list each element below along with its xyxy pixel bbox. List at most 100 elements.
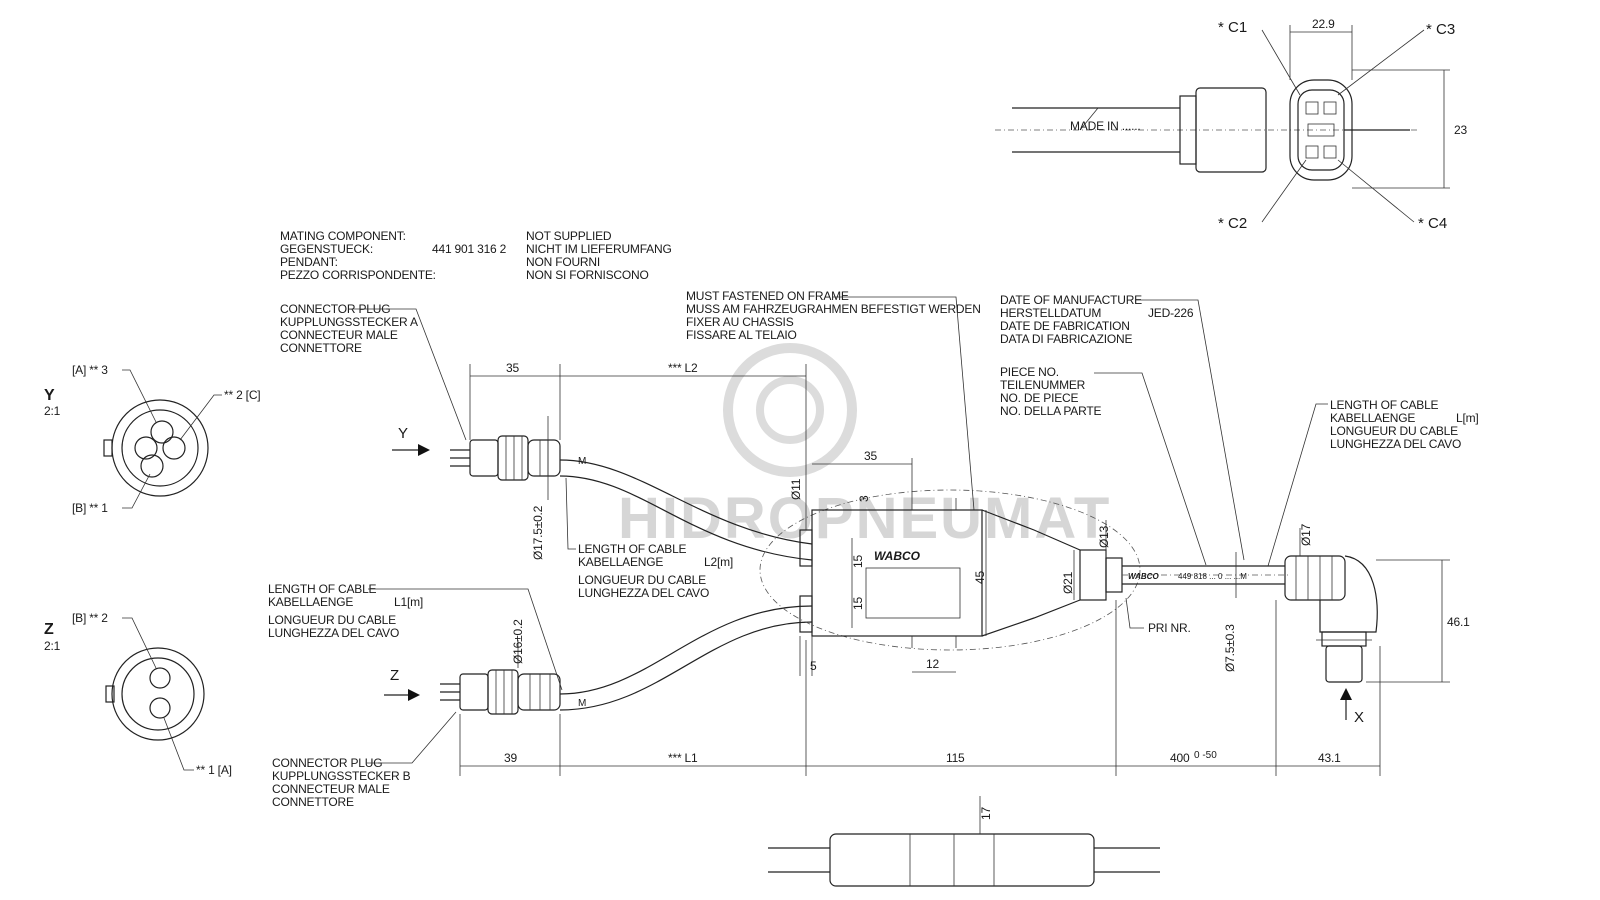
connector-b (440, 669, 561, 715)
piece-note-de: TEILENUMMER (1000, 378, 1086, 392)
angle-connector: X 46.1 (1284, 555, 1470, 726)
supply-de: NICHT IM LIEFERUMFANG (526, 242, 672, 256)
frame-note-fr: FIXER AU CHASSIS (686, 315, 794, 329)
dim-12: 12 (926, 657, 939, 671)
date-code: JED-226 (1148, 306, 1194, 320)
mating-label-it: PEZZO CORRISPONDENTE: (280, 268, 436, 282)
frame-note-de: MUSS AM FAHRZEUGRAHMEN BEFESTIGT WERDEN (686, 302, 981, 316)
cable-print: 449 818 ... 0 ... ...M (1178, 572, 1247, 581)
cable-length-note: LENGTH OF CABLE KABELLAENGE LONGUEUR DU … (1267, 398, 1479, 567)
cable-l1-en: LENGTH OF CABLE (268, 582, 377, 596)
dim-d17: Ø17 (1299, 523, 1313, 546)
frame-note: MUST FASTENED ON FRAME MUSS AM FAHRZEUGR… (686, 289, 981, 511)
cable-brand: WABCO (1128, 572, 1159, 581)
dim-23: 23 (1454, 123, 1467, 137)
output-cable: WABCO 449 818 ... 0 ... ...M PRI NR. (1122, 565, 1290, 635)
view-y-pin1: [B] ** 1 (72, 501, 108, 515)
watermark-text: HIDROPNEUMAT (618, 486, 1111, 551)
pin-c3: * C3 (1426, 21, 1455, 38)
dim-d16: Ø16±0.2 (511, 619, 525, 664)
dim-43-1: 43.1 (1318, 751, 1341, 765)
cable-length-fr: LONGUEUR DU CABLE (1330, 424, 1458, 438)
connector-a-de: KUPPLUNGSSTECKER A (280, 315, 418, 329)
mating-component-note: MATING COMPONENT: GEGENSTUECK: PENDANT: … (280, 229, 672, 282)
arrow-y: Y (392, 425, 430, 456)
svg-text:M: M (578, 456, 586, 467)
mating-label-fr: PENDANT: (280, 255, 338, 269)
view-z-letter: Z (44, 621, 54, 638)
connector-a-note: CONNECTOR PLUG KUPPLUNGSSTECKER A CONNEC… (280, 302, 467, 441)
date-note: DATE OF MANUFACTURE HERSTELLDATUM DATE D… (1000, 293, 1245, 561)
watermark: HIDROPNEUMAT (618, 343, 1111, 551)
pin-c1: * C1 (1218, 19, 1247, 36)
cable-length-unit: L[m] (1456, 411, 1479, 425)
dim-d17-5: Ø17.5±0.2 (531, 505, 545, 560)
cable-l2-de: KABELLAENGE (578, 555, 663, 569)
bottom-side-view: 17 (768, 796, 1160, 887)
dim-35-top: 35 (506, 361, 519, 375)
cable-length-l2-note: LENGTH OF CABLE KABELLAENGE LONGUEUR DU … (565, 477, 733, 600)
cable-l1: M (559, 605, 813, 711)
brand-logo: WABCO (874, 549, 921, 563)
view-z-scale: 2:1 (44, 639, 61, 653)
dim-400-tol: 0 -50 (1194, 750, 1217, 761)
view-z-pin1: ** 1 [A] (196, 763, 232, 777)
cable-l2-unit: L2[m] (704, 555, 733, 569)
arrow-z-label: Z (390, 667, 399, 684)
dim-5: 5 (810, 659, 817, 673)
frame-note-it: FISSARE AL TELAIO (686, 328, 797, 342)
cable-length-l1-note: LENGTH OF CABLE KABELLAENGE LONGUEUR DU … (268, 582, 563, 691)
made-in-label: MADE IN ...... (1070, 119, 1141, 133)
dim-3: 3 (857, 495, 871, 502)
view-y-letter: Y (44, 387, 55, 404)
dim-d7-5: Ø7.5±0.3 (1223, 624, 1237, 672)
cable-l2-it: LUNGHEZZA DEL CAVO (578, 586, 709, 600)
date-note-de: HERSTELLDATUM (1000, 306, 1101, 320)
cable-l1-fr: LONGUEUR DU CABLE (268, 613, 396, 627)
view-z-pin2: [B] ** 2 (72, 611, 108, 625)
dim-22-9: 22.9 (1312, 17, 1335, 31)
mating-part-number: 441 901 316 2 (432, 242, 507, 256)
cable-l1-unit: L1[m] (394, 595, 423, 609)
connector-b-note: CONNECTOR PLUG KUPPLUNGSSTECKER B CONNEC… (272, 711, 457, 809)
piece-note-en: PIECE NO. (1000, 365, 1059, 379)
arrow-x-label: X (1354, 709, 1364, 726)
cable-length-en: LENGTH OF CABLE (1330, 398, 1439, 412)
cable-l2-fr: LONGUEUR DU CABLE (578, 573, 706, 587)
dim-39: 39 (504, 751, 517, 765)
connector-a (450, 435, 561, 481)
cable-l2: M (559, 456, 813, 561)
view-y-scale: 2:1 (44, 404, 61, 418)
supply-it: NON SI FORNISCONO (526, 268, 649, 282)
pin-c2: * C2 (1218, 215, 1247, 232)
supply-en: NOT SUPPLIED (526, 229, 612, 243)
mating-label-en: MATING COMPONENT: (280, 229, 406, 243)
view-y-pin2: ** 2 [C] (224, 388, 260, 402)
piece-note: PIECE NO. TEILENUMMER NO. DE PIECE NO. D… (1000, 365, 1207, 566)
view-y: Y 2:1 [A] ** 3 ** 2 [C] [B] ** 1 (44, 363, 261, 515)
connector-b-de: KUPPLUNGSSTECKER B (272, 769, 411, 783)
date-note-en: DATE OF MANUFACTURE (1000, 293, 1142, 307)
connector-a-en: CONNECTOR PLUG (280, 302, 390, 316)
pri-nr-label: PRI NR. (1148, 621, 1191, 635)
piece-note-it: NO. DELLA PARTE (1000, 404, 1101, 418)
dim-115: 115 (946, 751, 965, 765)
dimensions: 35 *** L2 35 3 Ø11 Ø17.5±0.2 Ø16±0.2 15 … (459, 361, 1381, 776)
view-y-pin3: [A] ** 3 (72, 363, 108, 377)
connector-b-it: CONNETTORE (272, 795, 354, 809)
connector-b-fr: CONNECTEUR MALE (272, 782, 390, 796)
dim-l2: *** L2 (668, 361, 698, 375)
dim-d11: Ø11 (789, 478, 803, 500)
frame-note-en: MUST FASTENED ON FRAME (686, 289, 849, 303)
mating-label-de: GEGENSTUECK: (280, 242, 373, 256)
dim-17-bottom: 17 (979, 807, 993, 820)
dim-46-1: 46.1 (1447, 615, 1470, 629)
dim-45: 45 (973, 571, 987, 584)
dim-15-b: 15 (851, 597, 865, 610)
cable-l1-de: KABELLAENGE (268, 595, 353, 609)
cable-l2-en: LENGTH OF CABLE (578, 542, 687, 556)
arrow-z: Z (384, 667, 420, 701)
dim-35-housing: 35 (864, 449, 877, 463)
date-note-it: DATA DI FABRICAZIONE (1000, 332, 1132, 346)
